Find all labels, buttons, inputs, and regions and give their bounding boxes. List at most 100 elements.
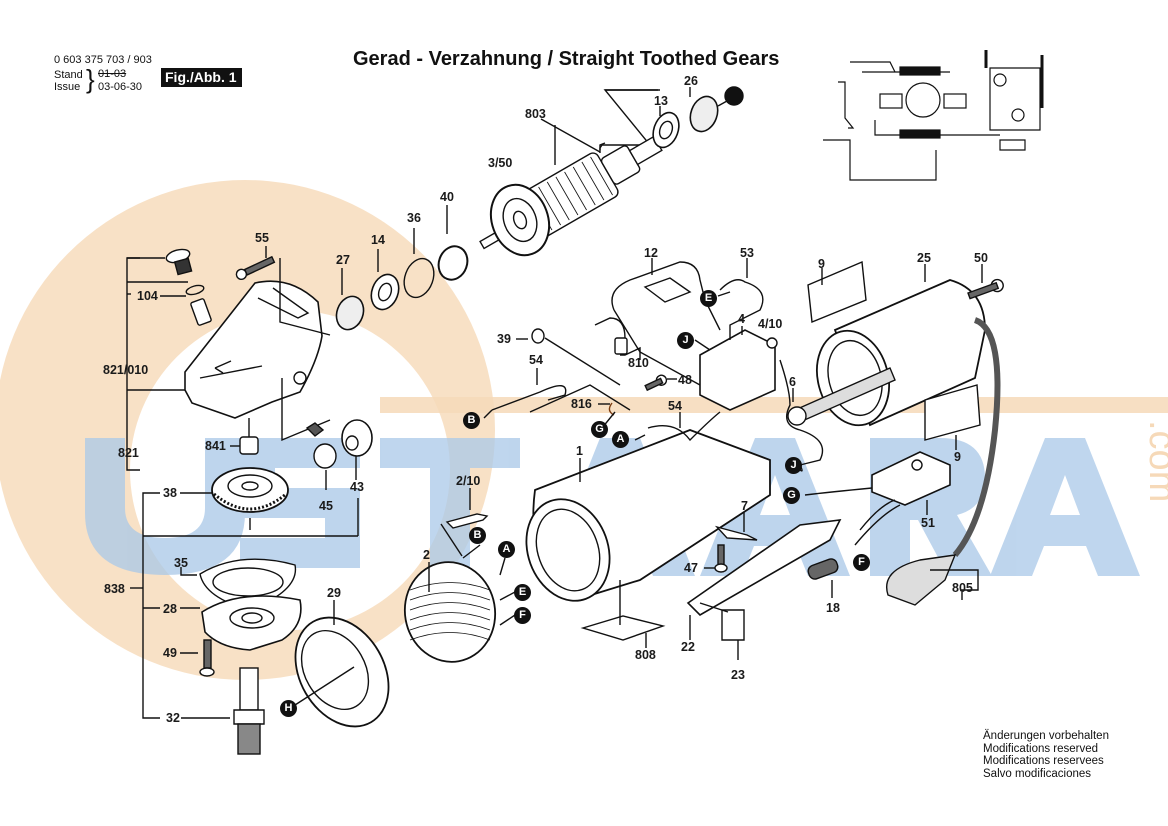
document-number: 0 603 375 703 / 903 xyxy=(54,54,152,66)
part-label-18: 18 xyxy=(826,601,840,615)
connector-callout-f-51: F xyxy=(853,554,870,571)
wires-51 xyxy=(854,499,901,546)
leader-803 xyxy=(540,118,601,153)
sleeve-26 xyxy=(689,95,719,133)
switch-button-23 xyxy=(721,609,745,641)
spindle-32 xyxy=(239,667,259,711)
part-label-28: 28 xyxy=(163,602,177,616)
part-label-1: 1 xyxy=(576,444,583,458)
issue-date: 03-06-30 xyxy=(98,81,143,93)
gear-housing-821-010 xyxy=(184,280,323,419)
gear-housing-assembly xyxy=(126,246,373,490)
electronic-module-51 xyxy=(871,451,951,506)
watermark-dotcom: .com xyxy=(1141,420,1168,502)
part-label-27: 27 xyxy=(336,253,350,267)
terminal-2-10 xyxy=(445,513,489,529)
connector-callout-g-816: G xyxy=(591,421,608,438)
strain-relief-39 xyxy=(531,328,545,344)
armature-fan xyxy=(489,183,551,257)
armature-assembly xyxy=(335,86,744,331)
switch-4 xyxy=(699,329,776,411)
wiring-diagram xyxy=(823,50,1044,181)
part-label-35: 35 xyxy=(174,556,188,570)
sleeve-27 xyxy=(335,295,365,331)
watermark-letter-u xyxy=(85,438,245,575)
clip-7 xyxy=(714,525,758,541)
label-9-bottom xyxy=(924,384,981,441)
part-label-36: 36 xyxy=(407,211,421,225)
nut-45 xyxy=(313,443,337,469)
part-label-12: 12 xyxy=(644,246,658,260)
leader-B-field xyxy=(462,544,481,559)
note-english: Modifications reserved xyxy=(983,742,1099,755)
part-label-22: 22 xyxy=(681,640,695,654)
connector-callout-e-53: E xyxy=(700,290,717,307)
label-808 xyxy=(580,615,666,641)
ring-36 xyxy=(403,257,435,299)
plug xyxy=(886,554,957,606)
screw-47 xyxy=(717,544,725,566)
part-label-838: 838 xyxy=(104,582,125,596)
part-label-26: 26 xyxy=(684,74,698,88)
leader-J-switch xyxy=(694,339,711,351)
part-label-25: 25 xyxy=(917,251,931,265)
part-label-54-upper: 54 xyxy=(529,353,543,367)
stand-label: Stand xyxy=(54,69,83,81)
part-label-54-lower: 54 xyxy=(668,399,682,413)
part-label-50: 50 xyxy=(974,251,988,265)
figure-label: Fig./Abb. 1 xyxy=(161,68,242,87)
connector-callout-e-field: E xyxy=(514,584,531,601)
part-label-14: 14 xyxy=(371,233,385,247)
rear-cover-assembly xyxy=(787,260,1004,606)
part-label-23: 23 xyxy=(731,668,745,682)
cable-54b xyxy=(647,411,721,442)
part-label-810: 810 xyxy=(628,356,649,370)
part-label-6: 6 xyxy=(789,375,796,389)
part-label-43: 43 xyxy=(350,480,364,494)
leader-E-53 xyxy=(717,291,731,297)
bearing-cover-29 xyxy=(294,600,390,728)
brace: } xyxy=(86,64,95,94)
connector-callout-g-51: G xyxy=(783,487,800,504)
arrow-marking xyxy=(214,360,232,374)
spindle-lock-pin xyxy=(190,298,212,326)
screw-48 xyxy=(644,374,668,392)
bushing-841 xyxy=(239,436,259,455)
grease-marker-dot xyxy=(724,86,744,106)
part-label-808: 808 xyxy=(635,648,656,662)
part-label-2: 2 xyxy=(423,548,430,562)
note-french: Modifications reservees xyxy=(983,755,1104,767)
connector-callout-h: H xyxy=(280,700,297,717)
screw-4-10 xyxy=(766,337,778,349)
leader-805 xyxy=(930,569,979,591)
leader-810 xyxy=(620,346,641,360)
part-label-104: 104 xyxy=(137,289,158,303)
part-label-40: 40 xyxy=(440,190,454,204)
cable-54 xyxy=(491,385,567,411)
part-label-13: 13 xyxy=(654,94,668,108)
label-9-top xyxy=(807,260,867,323)
connector-callout-b-cable: B xyxy=(463,412,480,429)
part-label-805: 805 xyxy=(952,581,973,595)
spring-45 xyxy=(305,422,325,437)
screw-49 xyxy=(203,639,212,669)
spring-18 xyxy=(807,558,839,580)
power-cord-805 xyxy=(952,317,1001,557)
connector-callout-f-field: F xyxy=(514,607,531,624)
screw-55 xyxy=(235,255,276,281)
part-label-3-50: 3/50 xyxy=(488,156,513,170)
part-label-51: 51 xyxy=(921,516,935,530)
part-label-45: 45 xyxy=(319,499,333,513)
bearing-14 xyxy=(370,273,400,311)
part-label-803: 803 xyxy=(525,107,546,121)
modifications-notice: Änderungen vorbehalten Modifications res… xyxy=(983,730,1109,780)
leader-A-field xyxy=(499,557,506,576)
part-label-821-010: 821/010 xyxy=(103,363,149,377)
screw-50 xyxy=(967,278,1004,300)
page-title: Gerad - Verzahnung / Straight Toothed Ge… xyxy=(353,48,780,70)
leader-H xyxy=(294,666,355,706)
bracket-838 xyxy=(142,492,160,719)
leader-35 xyxy=(180,567,197,576)
connector-callout-a-field: A xyxy=(498,541,515,558)
part-label-38: 38 xyxy=(163,486,177,500)
